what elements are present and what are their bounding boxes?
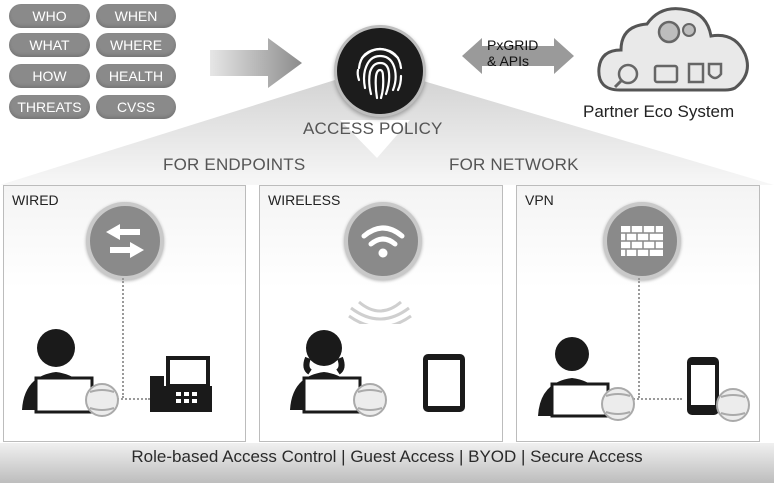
cloud-icon [597,7,749,92]
pill-what: WHAT [9,33,90,57]
wifi-icon [344,202,422,280]
for-endpoints-label: FOR ENDPOINTS [163,155,306,174]
search-icon [617,63,639,85]
policy-fan [0,80,774,185]
access-policy-label: ACCESS POLICY [303,119,443,138]
pill-where: WHERE [96,33,176,57]
pill-health: HEALTH [96,64,176,88]
vpn-connector [638,278,640,398]
pill-cvss: CVSS [96,95,176,119]
tablet-icon [423,354,465,412]
wired-connector-h [110,398,150,400]
fingerprint-icon [334,25,426,117]
user-laptop-icon [290,330,387,417]
smartphone-icon [687,357,750,422]
pill-who: WHO [9,4,90,28]
footer-band [0,443,774,483]
pill-threats: THREATS [9,95,90,119]
vpn-connector-h [622,398,682,400]
pill-when: WHEN [96,4,176,28]
pxgrid-line1: PxGRID [487,37,539,53]
monitor-icon [653,64,679,84]
panel-title-wireless: WIRELESS [268,192,341,208]
pxgrid-line2: & APIs [487,53,530,69]
partner-eco-label: Partner Eco System [583,102,735,121]
user-laptop-icon [538,337,635,421]
wired-connector [122,278,124,398]
ip-phone-icon [150,356,212,412]
footer-text: Role-based Access Control | Guest Access… [131,447,643,466]
bidirectional-arrow-icon [462,38,574,74]
for-network-label: FOR NETWORK [449,155,579,174]
gear-icon [657,20,681,44]
wifi-wave-icon [348,300,412,324]
user-laptop-icon [22,329,119,417]
panel-title-vpn: VPN [525,192,554,208]
shield-icon [707,62,723,80]
pill-how: HOW [9,64,90,88]
switch-arrows-icon [86,202,164,280]
right-arrow-icon [210,38,302,88]
document-icon [687,62,705,84]
firewall-icon [603,202,681,280]
pxgrid-label: PxGRID & APIs [487,37,538,69]
panel-title-wired: WIRED [12,192,59,208]
